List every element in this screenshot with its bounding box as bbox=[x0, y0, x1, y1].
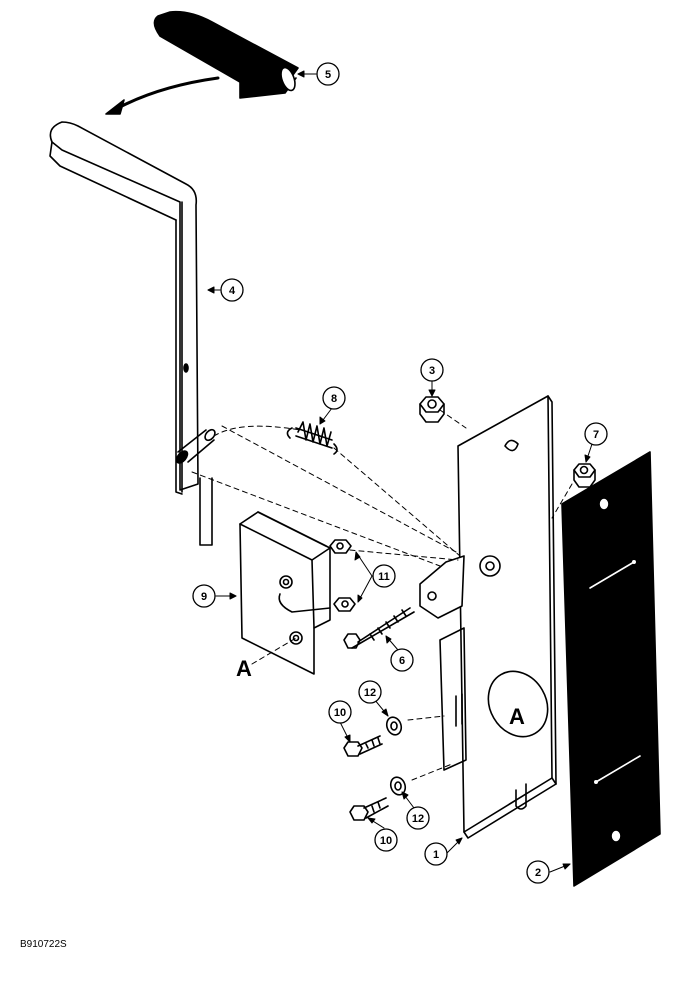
bolt-6 bbox=[343, 607, 415, 649]
black-pad bbox=[561, 451, 661, 887]
callout-6: 6 bbox=[399, 655, 405, 667]
callout-1: 1 bbox=[433, 849, 439, 861]
washer-12-upper bbox=[385, 716, 403, 736]
callout-2: 2 bbox=[535, 867, 541, 879]
spring bbox=[286, 421, 338, 455]
install-arrow bbox=[116, 76, 220, 110]
callout-9: 9 bbox=[201, 591, 207, 603]
nut-3 bbox=[419, 396, 445, 423]
callout-10-upper: 10 bbox=[334, 707, 346, 719]
callout-4: 4 bbox=[229, 285, 236, 297]
callout-12-lower: 12 bbox=[412, 813, 424, 825]
callout-circles bbox=[192, 62, 608, 884]
nut-7 bbox=[573, 463, 596, 488]
callout-7: 7 bbox=[593, 429, 599, 441]
nuts-11 bbox=[329, 539, 356, 612]
view-letter-bracket: A bbox=[236, 656, 252, 681]
bracket bbox=[239, 511, 331, 675]
callout-12-upper: 12 bbox=[364, 687, 376, 699]
callout-8: 8 bbox=[331, 393, 337, 405]
install-arrowhead bbox=[105, 99, 125, 115]
view-letter-plate: A bbox=[509, 704, 525, 729]
mounting-plate bbox=[419, 395, 557, 839]
callout-5: 5 bbox=[325, 69, 331, 81]
callout-leaders bbox=[207, 70, 593, 873]
callout-3: 3 bbox=[429, 365, 435, 377]
handle-lever bbox=[49, 121, 216, 546]
grip-cover bbox=[153, 10, 299, 99]
callout-10-lower: 10 bbox=[380, 835, 392, 847]
washer-12-lower bbox=[389, 776, 407, 796]
callout-11: 11 bbox=[378, 571, 390, 583]
bolt-10-upper bbox=[343, 735, 383, 757]
assembly-lines bbox=[191, 409, 573, 781]
figure-reference-code: B910722S bbox=[20, 939, 67, 950]
bolt-10-lower bbox=[349, 797, 389, 821]
